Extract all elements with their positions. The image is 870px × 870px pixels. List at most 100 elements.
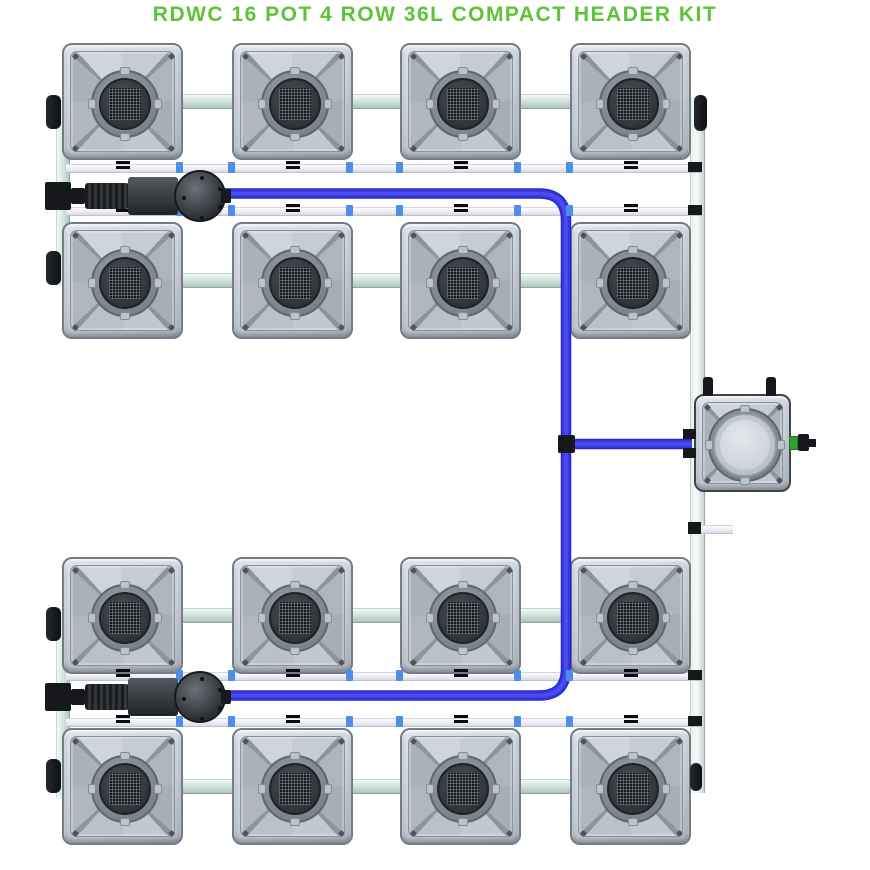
grow-pot (62, 728, 183, 845)
pipe-tick (285, 204, 300, 207)
pot-tab (627, 646, 638, 655)
pot-tab (87, 277, 96, 288)
pump-cap-bolt (200, 216, 204, 220)
pot-tab (289, 580, 300, 589)
net-basket-mesh (446, 601, 479, 634)
pump-end-cap (174, 170, 226, 222)
pipe-tick (623, 166, 638, 169)
pot-tab (627, 311, 638, 320)
tube-connector (566, 716, 573, 727)
interpot-pipe (349, 273, 404, 288)
junction-fitting (688, 716, 702, 726)
tube-connector (566, 205, 573, 216)
tube-connector (346, 162, 353, 173)
tube-connector (228, 205, 235, 216)
pot-tab (289, 817, 300, 826)
pipe-tick (115, 715, 130, 718)
pot-tab (595, 277, 604, 288)
pump-end-cap (174, 671, 226, 723)
tube-connector (514, 162, 521, 173)
pot-tab (119, 245, 130, 254)
pipe-tick (115, 166, 130, 169)
pump-outlet (221, 189, 231, 203)
interpot-pipe (349, 779, 404, 794)
pipe-tick (285, 720, 300, 723)
pipe-tick (623, 209, 638, 212)
pipe-tick (623, 674, 638, 677)
interpot-pipe (517, 94, 574, 109)
interpot-pipe (517, 608, 574, 623)
pot-tab (119, 66, 130, 75)
elbow-fitting (46, 251, 61, 285)
interpot-pipe (179, 779, 236, 794)
net-basket-mesh (108, 266, 141, 299)
pot-tab (425, 612, 434, 623)
pump-cap-bolt (200, 717, 204, 721)
pot-tab (119, 751, 130, 760)
pipe-tick (453, 669, 468, 672)
pot-tab (457, 580, 468, 589)
pot-tab (87, 783, 96, 794)
pot-tab (595, 783, 604, 794)
pot-tab (704, 440, 713, 450)
pot-tab (491, 612, 500, 623)
interpot-pipe (349, 94, 404, 109)
return-pipe (66, 164, 702, 173)
tube-connector (228, 670, 235, 681)
net-basket-mesh (616, 87, 649, 120)
pot-tab (257, 277, 266, 288)
net-basket-mesh (278, 772, 311, 805)
pipe-tick (623, 204, 638, 207)
pump-cap-bolt (200, 677, 204, 681)
pipe-tick (285, 669, 300, 672)
pot-net-lid (606, 591, 659, 644)
grow-pot (400, 728, 521, 845)
pump-valve (85, 183, 129, 209)
pot-tab (119, 311, 130, 320)
grow-pot (570, 728, 691, 845)
pot-tab (323, 98, 332, 109)
pot-tab (627, 580, 638, 589)
pump-cap-bolt (218, 187, 222, 191)
pot-tab (595, 612, 604, 623)
pump-cap-bolt (218, 688, 222, 692)
net-basket-mesh (278, 87, 311, 120)
tank-inlet-fitting (683, 448, 696, 458)
pot-tab (289, 66, 300, 75)
pot-tab (119, 580, 130, 589)
interpot-pipe (179, 608, 236, 623)
pot-tab (87, 98, 96, 109)
pot-tab (289, 245, 300, 254)
grow-pot (232, 557, 353, 674)
pump-body (128, 678, 178, 716)
grow-pot (62, 557, 183, 674)
pump-inlet-barb (71, 689, 85, 705)
pump-valve (85, 684, 129, 710)
tube-connector (566, 162, 573, 173)
pot-tab (627, 817, 638, 826)
interpot-pipe (349, 608, 404, 623)
pot-tab (457, 311, 468, 320)
elbow-fitting (46, 95, 61, 129)
grow-pot (232, 43, 353, 160)
net-basket-mesh (446, 772, 479, 805)
pot-tab (323, 612, 332, 623)
pot-tab (289, 311, 300, 320)
net-basket-mesh (278, 266, 311, 299)
pump-inlet-fitting (45, 182, 71, 210)
tank-outlet-valve (798, 434, 809, 451)
tube-connector (396, 205, 403, 216)
junction-fitting (688, 670, 702, 680)
grow-pot (400, 222, 521, 339)
pot-tab (323, 783, 332, 794)
pot-tab (661, 98, 670, 109)
pipe-tick (115, 720, 130, 723)
pipe-tick (285, 161, 300, 164)
grow-pot (62, 222, 183, 339)
pot-tab (119, 817, 130, 826)
pot-tab (289, 646, 300, 655)
pot-tab (661, 277, 670, 288)
tank-post (703, 377, 713, 396)
pot-tab (153, 783, 162, 794)
